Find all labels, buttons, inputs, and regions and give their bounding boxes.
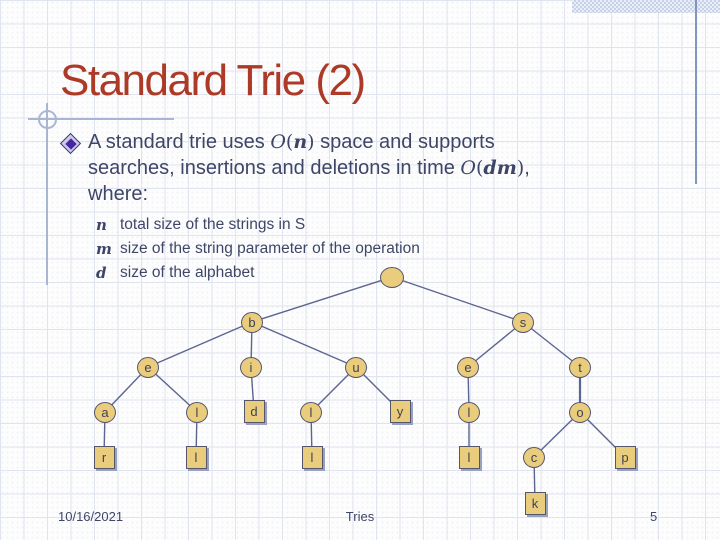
trie-node-l6: l — [458, 445, 480, 469]
definition-m-text: size of the string parameter of the oper… — [120, 240, 420, 257]
bullet-line: where: — [88, 183, 149, 205]
header-decor-band — [572, 0, 720, 13]
trie-node-c: c — [523, 446, 545, 468]
trie-node-r: r — [93, 445, 115, 469]
trie-node-t: t — [569, 356, 591, 378]
trie-node-l1: l — [186, 401, 208, 423]
bullet-line: searches, insertions and deletions in ti… — [88, 157, 530, 179]
title-underline — [28, 118, 174, 120]
definition-list: n total size of the strings in S m size … — [96, 213, 420, 285]
trie-node-e2: e — [457, 356, 479, 378]
trie-node-o: o — [569, 401, 591, 423]
definition-n-text: total size of the strings in S — [120, 216, 306, 233]
definition-d: d size of the alphabet — [96, 261, 420, 285]
footer-page-number: 5 — [650, 509, 658, 524]
trie-node-a: a — [94, 401, 116, 423]
bullet-line: A standard trie uses O(n) space and supp… — [88, 131, 495, 153]
trie-node-u: u — [345, 356, 367, 378]
right-decor-line — [695, 0, 697, 184]
trie-node-i: i — [240, 356, 262, 378]
trie-edge-root-b — [251, 276, 393, 323]
trie-node-l3: l — [458, 401, 480, 423]
trie-edge-root-s — [391, 276, 524, 323]
trie-node-l2: l — [300, 401, 322, 423]
trie-node-l5: l — [301, 445, 323, 469]
trie-node-y: y — [389, 399, 411, 423]
definition-n-symbol: n — [96, 216, 107, 234]
trie-node-k: k — [524, 491, 546, 515]
trie-node-b: b — [241, 311, 263, 333]
trie-node-d: d — [243, 399, 265, 423]
trie-node-p: p — [614, 445, 636, 469]
definition-n: n total size of the strings in S — [96, 213, 420, 237]
trie-node-l4: l — [185, 445, 207, 469]
definition-m-symbol: m — [96, 240, 112, 258]
left-decor-line — [46, 103, 48, 285]
trie-node-root — [380, 266, 404, 288]
definition-d-symbol: d — [96, 264, 107, 282]
trie-edge-s-t — [522, 321, 581, 368]
bullet-paragraph: A standard trie uses O(n) space and supp… — [88, 129, 668, 207]
definition-m: m size of the string parameter of the op… — [96, 237, 420, 261]
trie-edge-b-e1 — [147, 321, 253, 368]
compass-ornament-icon — [38, 110, 57, 129]
footer-title: Tries — [345, 509, 375, 524]
footer-date: 10/16/2021 — [58, 509, 124, 524]
trie-node-e1: e — [137, 356, 159, 378]
trie-edge-b-u — [251, 321, 357, 368]
trie-node-s: s — [512, 311, 534, 333]
page-title: Standard Trie (2) — [60, 56, 366, 105]
definition-d-text: size of the alphabet — [120, 264, 255, 281]
